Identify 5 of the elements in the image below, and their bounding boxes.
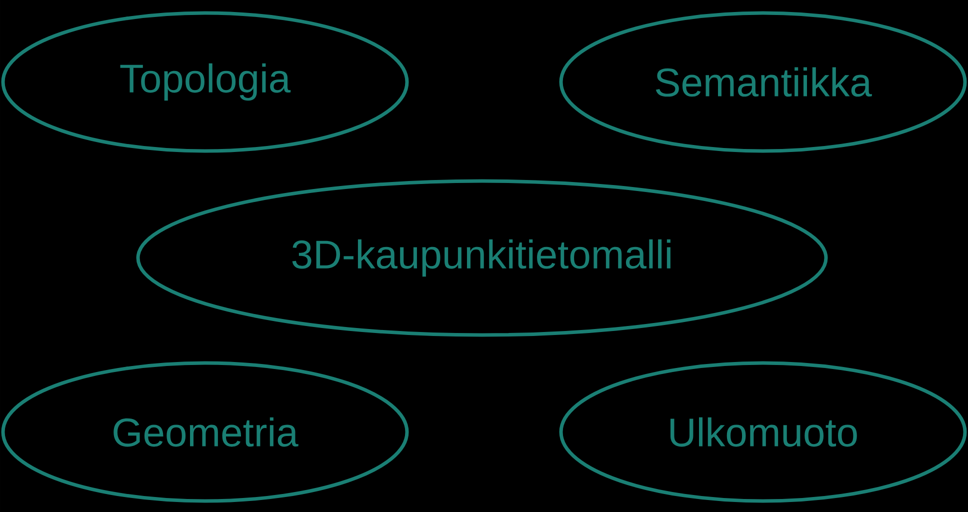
ellipse-node: Geometria (1, 361, 409, 503)
ellipse-node: 3D-kaupunkitietomalli (136, 179, 828, 337)
ellipse-node: Ulkomuoto (559, 361, 967, 503)
ellipse-node: Topologia (1, 11, 409, 153)
ellipse-node: Semantiikka (559, 11, 967, 153)
